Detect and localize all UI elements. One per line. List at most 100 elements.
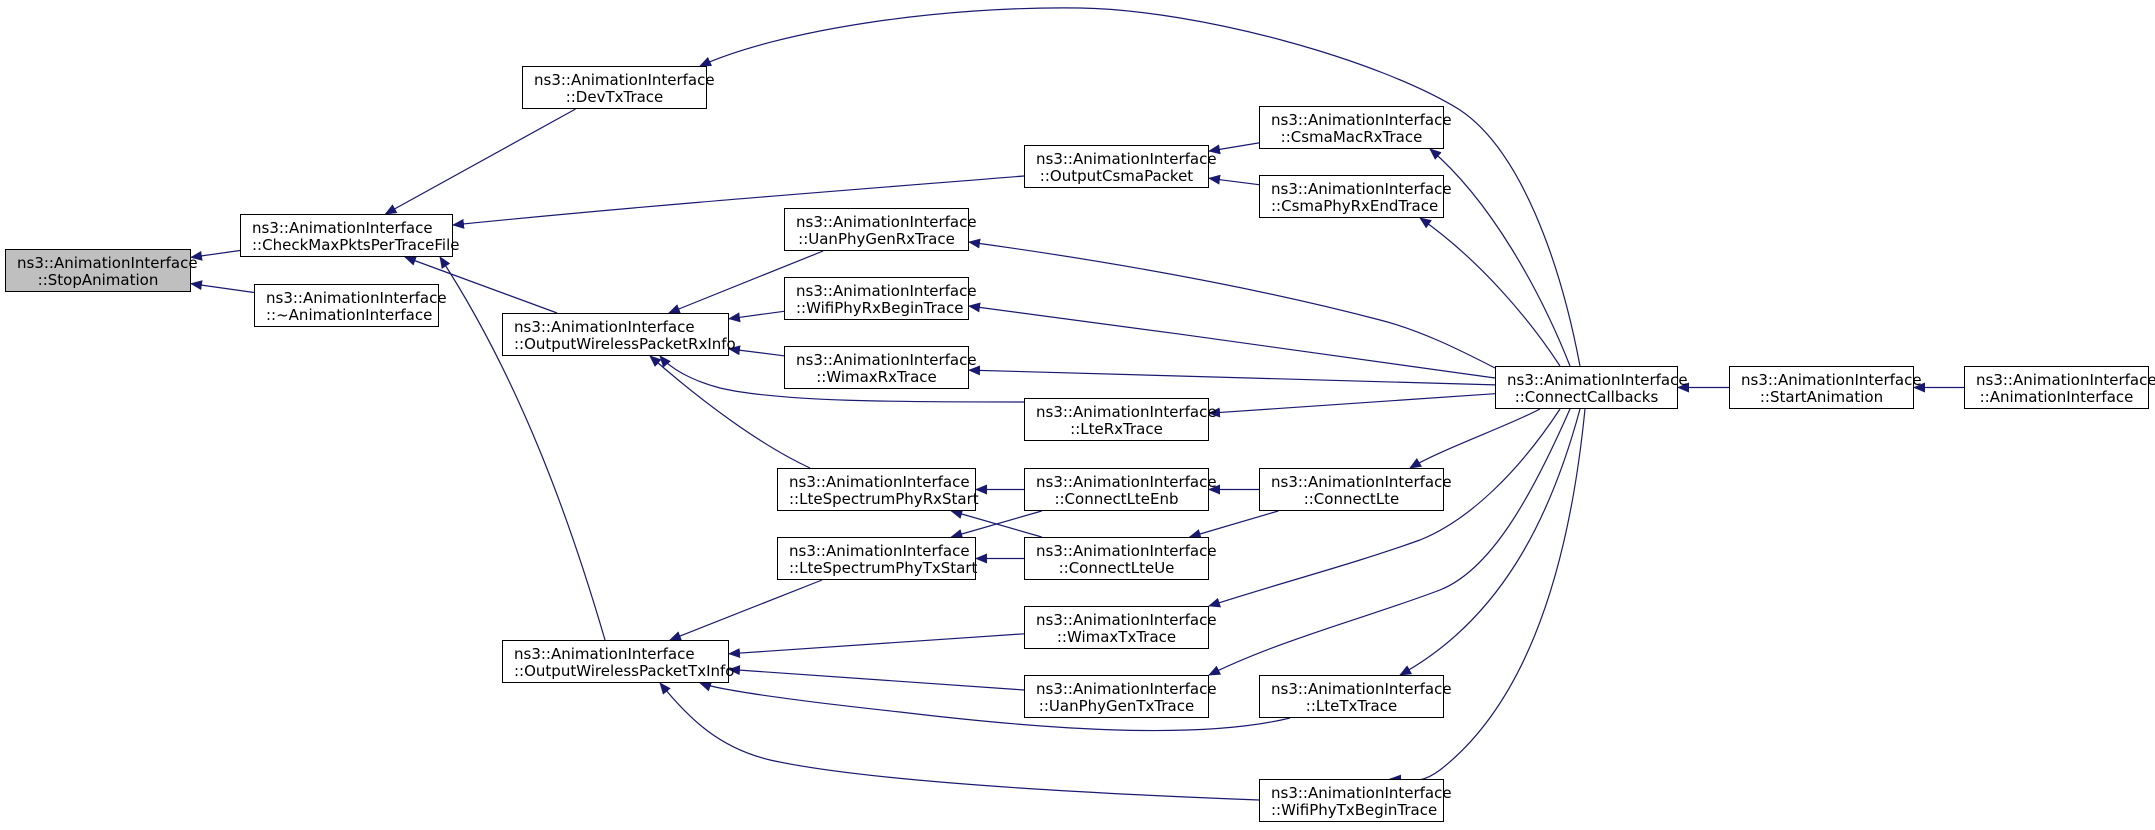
node-class-label: ns3::AnimationInterface — [1271, 680, 1452, 698]
edge-lte-spectrum-tx-to-output-wireless-tx — [669, 579, 823, 641]
node-class-label: ns3::AnimationInterface — [1036, 473, 1217, 491]
node-class-label: ns3::AnimationInterface — [534, 71, 715, 89]
edge-connect-callbacks-to-csma-phy-rx-end — [1419, 217, 1561, 367]
node-method-label: ::StartAnimation — [1759, 388, 1884, 406]
node-method-label: ::~AnimationInterface — [266, 306, 433, 324]
node-class-label: ns3::AnimationInterface — [789, 542, 970, 560]
node-lte-rx-trace[interactable]: ns3::AnimationInterface ::LteRxTrace — [1024, 398, 1217, 441]
node-stop-animation[interactable]: ns3::AnimationInterface ::StopAnimation — [5, 249, 198, 292]
node-output-csma-packet[interactable]: ns3::AnimationInterface ::OutputCsmaPack… — [1024, 145, 1217, 188]
node-class-label: ns3::AnimationInterface — [1036, 150, 1217, 168]
node-output-wireless-packet-tx-info[interactable]: ns3::AnimationInterface ::OutputWireless… — [502, 640, 734, 683]
node-animation-interface-constructor[interactable]: ns3::AnimationInterface ::AnimationInter… — [1964, 366, 2155, 409]
node-start-animation[interactable]: ns3::AnimationInterface ::StartAnimation — [1729, 366, 1922, 409]
node-method-label: ::LteRxTrace — [1070, 420, 1163, 438]
edge-connect-callbacks-to-lte-tx — [1399, 408, 1581, 676]
node-csma-mac-rx-trace[interactable]: ns3::AnimationInterface ::CsmaMacRxTrace — [1259, 106, 1452, 149]
node-uan-phy-gen-rx-trace[interactable]: ns3::AnimationInterface ::UanPhyGenRxTra… — [784, 208, 977, 251]
node-method-label: ::ConnectLteEnb — [1054, 490, 1179, 508]
node-method-label: ::CsmaPhyRxEndTrace — [1271, 197, 1439, 215]
node-uan-phy-gen-tx-trace[interactable]: ns3::AnimationInterface ::UanPhyGenTxTra… — [1024, 675, 1217, 718]
edge-wifi-phy-rx-begin-to-output-wireless-rx — [728, 310, 785, 323]
node-lte-spectrum-phy-tx-start[interactable]: ns3::AnimationInterface ::LteSpectrumPhy… — [777, 537, 977, 580]
node-method-label: ::WimaxRxTrace — [816, 368, 937, 386]
edge-lte-rx-to-output-wireless-rx — [659, 355, 1025, 403]
node-method-label: ::ConnectLteUe — [1058, 559, 1175, 577]
edge-connect-callbacks-to-connect-lte — [1409, 408, 1541, 469]
edge-connect-lte-to-connect-lte-ue — [1188, 510, 1279, 539]
node-class-label: ns3::AnimationInterface — [796, 351, 977, 369]
node-wimax-tx-trace[interactable]: ns3::AnimationInterface ::WimaxTxTrace — [1024, 606, 1217, 649]
edge-lte-tx-to-output-wireless-tx — [699, 681, 1291, 732]
node-method-label: ::OutputCsmaPacket — [1039, 167, 1194, 185]
node-connect-lte-ue[interactable]: ns3::AnimationInterface ::ConnectLteUe — [1024, 537, 1217, 580]
node-output-wireless-packet-rx-info[interactable]: ns3::AnimationInterface ::OutputWireless… — [502, 313, 736, 356]
node-class-label: ns3::AnimationInterface — [1271, 111, 1452, 129]
node-method-label: ::UanPhyGenTxTrace — [1038, 697, 1195, 715]
edge-connect-callbacks-to-dev-tx-trace — [699, 7, 1581, 367]
edge-wimax-tx-to-output-wireless-tx — [728, 633, 1025, 659]
edge-connect-callbacks-to-csma-mac-rx — [1429, 148, 1571, 367]
edge-uan-phy-gen-tx-to-output-wireless-tx — [728, 665, 1025, 691]
node-method-label: ::StopAnimation — [37, 271, 159, 289]
node-method-label: ::ConnectLte — [1303, 490, 1400, 508]
node-wimax-rx-trace[interactable]: ns3::AnimationInterface ::WimaxRxTrace — [784, 346, 977, 389]
edge-wifi-phy-tx-begin-to-output-wireless-tx — [659, 682, 1260, 801]
edge-connect-callbacks-to-lte-rx — [1208, 393, 1496, 418]
node-class-label: ns3::AnimationInterface — [514, 318, 695, 336]
edge-lte-spectrum-rx-to-output-wireless-rx — [649, 355, 811, 469]
node-connect-lte[interactable]: ns3::AnimationInterface ::ConnectLte — [1259, 468, 1452, 511]
node-class-label: ns3::AnimationInterface — [17, 254, 198, 272]
node-csma-phy-rx-end-trace[interactable]: ns3::AnimationInterface ::CsmaPhyRxEndTr… — [1259, 175, 1452, 218]
node-method-label: ::DevTxTrace — [565, 88, 664, 106]
node-method-label: ::AnimationInterface — [1979, 388, 2134, 406]
edge-connect-callbacks-to-wifi-phy-tx-begin — [1389, 408, 1586, 785]
node-method-label: ::ConnectCallbacks — [1514, 388, 1659, 406]
edge-dev-tx-trace-to-check-max-pkts — [384, 108, 576, 215]
node-class-label: ns3::AnimationInterface — [796, 213, 977, 231]
edge-output-wireless-rx-to-check-max-pkts — [403, 256, 558, 314]
node-class-label: ns3::AnimationInterface — [1271, 784, 1452, 802]
node-connect-callbacks[interactable]: ns3::AnimationInterface ::ConnectCallbac… — [1495, 366, 1688, 409]
edge-connect-callbacks-to-wimax-tx — [1208, 408, 1561, 608]
node-method-label: ::CheckMaxPktsPerTraceFile — [252, 236, 460, 254]
node-method-label: ::WifiPhyRxBeginTrace — [796, 299, 964, 317]
edge-connect-callbacks-to-wimax-rx — [968, 365, 1496, 386]
node-method-label: ::WimaxTxTrace — [1056, 628, 1177, 646]
node-class-label: ns3::AnimationInterface — [1741, 371, 1922, 389]
edge-connect-callbacks-to-uan-phy-gen-tx — [1208, 408, 1571, 676]
node-method-label: ::CsmaMacRxTrace — [1280, 128, 1423, 146]
node-wifi-phy-rx-begin-trace[interactable]: ns3::AnimationInterface ::WifiPhyRxBegin… — [784, 277, 977, 320]
node-lte-spectrum-phy-rx-start[interactable]: ns3::AnimationInterface ::LteSpectrumPhy… — [777, 468, 979, 511]
edge-csma-mac-rx-to-output-csma — [1208, 142, 1260, 155]
node-lte-tx-trace[interactable]: ns3::AnimationInterface ::LteTxTrace — [1259, 675, 1452, 718]
node-class-label: ns3::AnimationInterface — [1036, 403, 1217, 421]
edge-csma-phy-rx-end-to-output-csma — [1208, 174, 1260, 186]
node-class-label: ns3::AnimationInterface — [266, 289, 447, 307]
node-class-label: ns3::AnimationInterface — [1036, 542, 1217, 560]
node-class-label: ns3::AnimationInterface — [1271, 473, 1452, 491]
edge-connect-callbacks-to-uan-phy-gen-rx — [968, 238, 1496, 369]
node-method-label: ::WifiPhyTxBeginTrace — [1271, 801, 1438, 819]
node-class-label: ns3::AnimationInterface — [1976, 371, 2155, 389]
edge-check-max-pkts-to-stop-animation — [190, 249, 241, 261]
node-class-label: ns3::AnimationInterface — [796, 282, 977, 300]
node-check-max-pkts-per-trace-file[interactable]: ns3::AnimationInterface ::CheckMaxPktsPe… — [240, 214, 460, 257]
edge-connect-lte-enb-to-lte-spectrum-tx — [950, 510, 1042, 539]
node-class-label: ns3::AnimationInterface — [514, 645, 695, 663]
node-class-label: ns3::AnimationInterface — [1507, 371, 1688, 389]
node-wifi-phy-tx-begin-trace[interactable]: ns3::AnimationInterface ::WifiPhyTxBegin… — [1259, 779, 1452, 822]
node-animation-interface-destructor[interactable]: ns3::AnimationInterface ::~AnimationInte… — [254, 284, 447, 327]
edge-connect-callbacks-to-wifi-phy-rx-begin — [968, 302, 1496, 379]
edge-output-wireless-tx-to-check-max-pkts — [439, 256, 606, 641]
node-connect-lte-enb[interactable]: ns3::AnimationInterface ::ConnectLteEnb — [1024, 468, 1217, 511]
node-class-label: ns3::AnimationInterface — [789, 473, 970, 491]
node-method-label: ::LteTxTrace — [1305, 697, 1398, 715]
edge-destructor-to-stop-animation — [190, 280, 255, 294]
node-method-label: ::UanPhyGenRxTrace — [798, 230, 955, 248]
node-class-label: ns3::AnimationInterface — [1036, 680, 1217, 698]
edge-wimax-rx-to-output-wireless-rx — [728, 345, 785, 357]
node-dev-tx-trace[interactable]: ns3::AnimationInterface ::DevTxTrace — [522, 66, 715, 109]
